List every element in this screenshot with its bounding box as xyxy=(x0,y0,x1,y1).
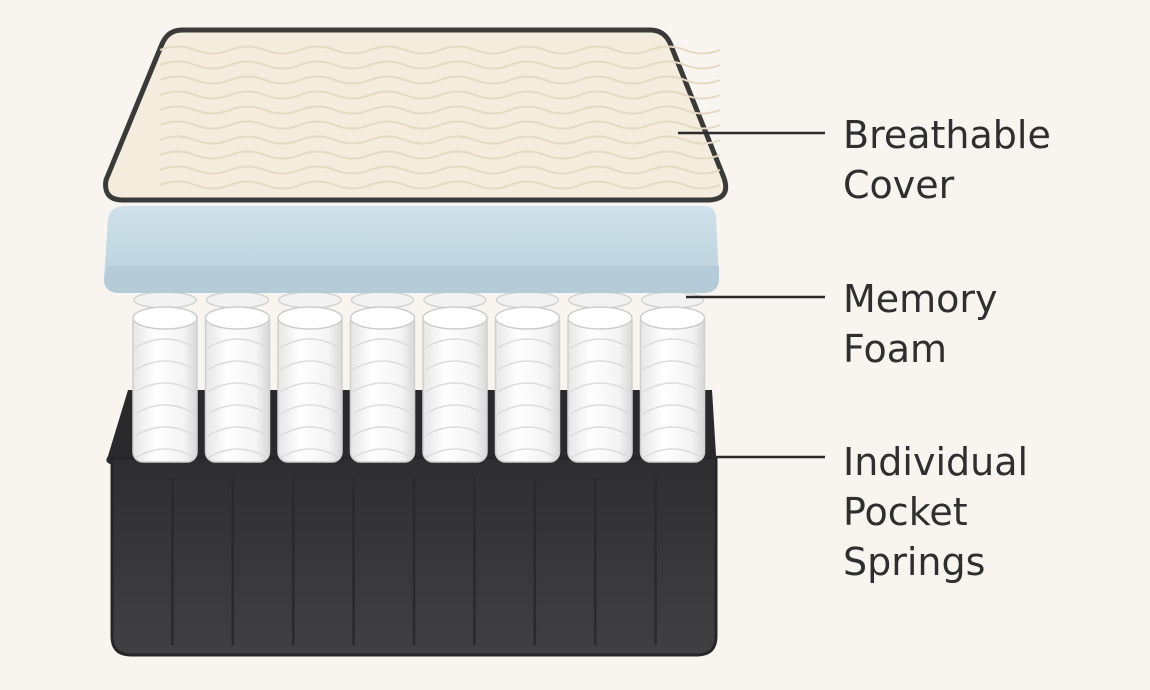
spring-back-top xyxy=(568,291,632,309)
springs-label-line-2: Pocket xyxy=(843,490,968,534)
cover-quilt-line xyxy=(159,165,721,175)
pocket-spring xyxy=(422,306,488,463)
spring-back-top xyxy=(350,291,415,309)
spring-back-top xyxy=(423,291,487,309)
cover-label-line-2: Cover xyxy=(843,163,955,207)
spring-back-top xyxy=(640,291,705,309)
cover-quilt-line xyxy=(159,180,721,190)
cover-quilt-line xyxy=(159,60,721,70)
cover-quilt-line xyxy=(159,45,721,55)
pocket-spring xyxy=(204,306,271,463)
spring-back-top xyxy=(278,291,342,309)
spring-back-top xyxy=(205,291,270,309)
cover-quilt-line xyxy=(159,105,721,115)
memory-foam-label: Memory Foam xyxy=(843,274,998,374)
springs-label-line-1: Individual xyxy=(843,440,1029,484)
pocket-spring xyxy=(132,306,198,463)
cover-quilt-line xyxy=(159,75,721,85)
spring-back-top xyxy=(495,291,560,309)
foam-label-line-1: Memory xyxy=(843,277,998,321)
cover-label-line-1: Breathable xyxy=(843,113,1051,157)
breathable-cover-label: Breathable Cover xyxy=(843,110,1051,210)
spring-back-top xyxy=(133,291,197,309)
pocket-spring xyxy=(277,306,343,463)
foam-label-line-2: Foam xyxy=(843,327,948,371)
pocket-spring xyxy=(349,306,416,463)
pocket-springs-label: Individual Pocket Springs xyxy=(843,437,1028,587)
cover-quilt-line xyxy=(159,90,721,100)
cover-quilt-line xyxy=(159,135,721,145)
springs-label-line-3: Springs xyxy=(843,540,986,584)
memory-foam-layer xyxy=(104,206,719,293)
pocket-springs-group xyxy=(132,291,706,463)
breathable-cover-layer xyxy=(103,27,729,203)
pocket-spring xyxy=(567,306,633,463)
cover-quilt-line xyxy=(159,120,721,130)
pocket-spring xyxy=(639,306,706,463)
pocket-spring xyxy=(494,306,561,463)
cover-quilt-line xyxy=(159,150,721,160)
